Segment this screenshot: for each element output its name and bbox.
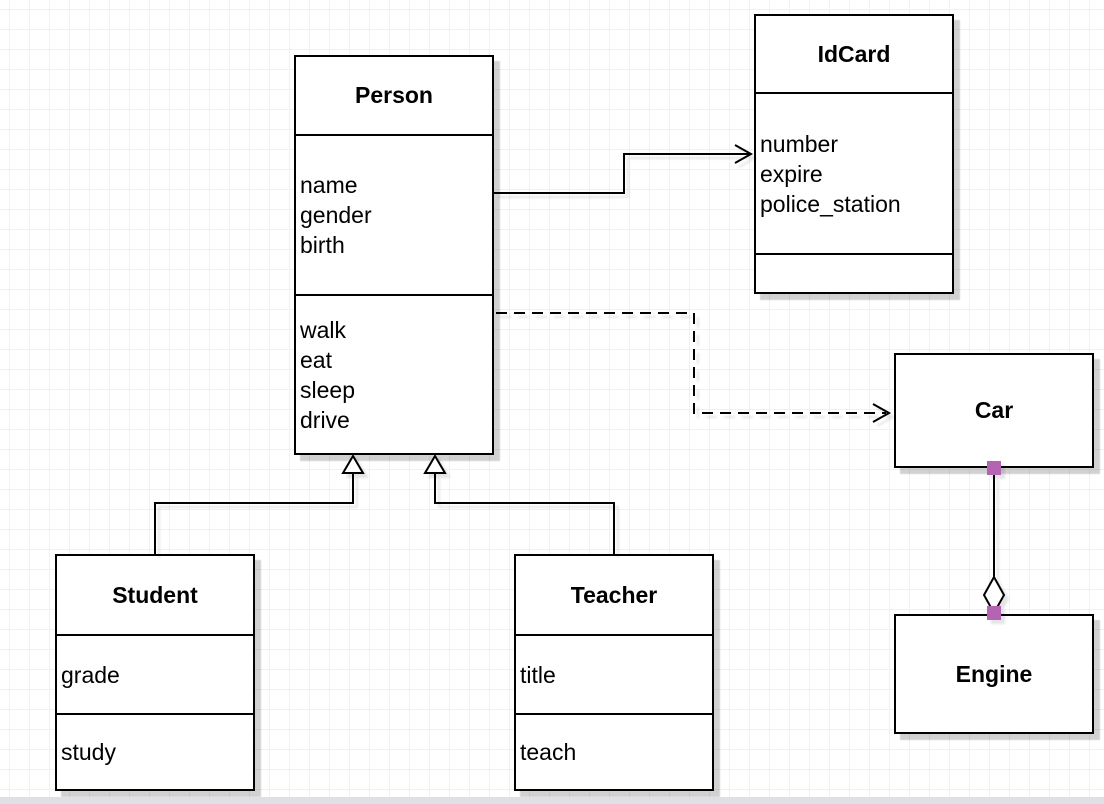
open-arrowhead-icon	[734, 144, 754, 164]
class-person-methods-section: walk eat sleep drive	[296, 294, 492, 453]
edge-path[interactable]	[154, 473, 354, 554]
class-idcard[interactable]: IdCard number expire police_station	[754, 14, 954, 294]
attribute: grade	[61, 661, 120, 688]
method: walk	[300, 316, 347, 343]
class-student[interactable]: Student grade study	[55, 554, 255, 791]
open-arrowhead-icon	[872, 403, 892, 423]
class-person-attributes-section: name gender birth	[296, 134, 492, 294]
attribute: police_station	[760, 190, 901, 217]
edge-car-engine-aggregation[interactable]	[982, 461, 1006, 620]
edge-teacher-person-generalization[interactable]	[423, 454, 615, 554]
edge-person-car-dependency[interactable]	[496, 312, 892, 423]
attribute: name	[300, 172, 358, 198]
edge-student-person-generalization[interactable]	[154, 454, 365, 554]
method: drive	[300, 406, 350, 433]
method: teach	[520, 739, 577, 765]
class-student-title: Student	[112, 581, 198, 608]
class-student-attributes-section: grade	[57, 634, 253, 713]
class-student-methods-section: study	[57, 713, 253, 789]
edge-person-idcard-association[interactable]	[494, 144, 754, 194]
class-car[interactable]: Car	[894, 353, 1094, 468]
hollow-diamond-icon	[982, 574, 1006, 616]
method: sleep	[300, 376, 355, 403]
class-engine-title: Engine	[955, 660, 1033, 687]
attribute: title	[520, 661, 556, 688]
class-idcard-attributes-section: number expire police_station	[756, 92, 952, 253]
class-idcard-methods-section	[756, 253, 952, 292]
edge-path[interactable]	[496, 312, 886, 414]
edge-path[interactable]	[434, 473, 615, 554]
hollow-triangle-arrowhead-icon	[341, 454, 365, 474]
class-teacher-title: Teacher	[570, 581, 658, 608]
class-teacher-attributes-section: title	[516, 634, 712, 713]
method: study	[61, 739, 116, 765]
attribute: number	[760, 130, 838, 157]
class-person[interactable]: Person name gender birth walk eat sleep …	[294, 55, 494, 455]
class-engine[interactable]: Engine	[894, 614, 1094, 734]
hollow-triangle-arrowhead-icon	[423, 454, 447, 474]
method: eat	[300, 346, 332, 373]
canvas-bottom-edge	[0, 797, 1104, 804]
class-idcard-title: IdCard	[817, 40, 891, 67]
class-person-title: Person	[355, 82, 433, 108]
class-car-title: Car	[974, 397, 1014, 423]
attribute: birth	[300, 232, 345, 258]
attribute: expire	[760, 160, 823, 187]
class-teacher-methods-section: teach	[516, 713, 712, 789]
class-teacher[interactable]: Teacher title teach	[514, 554, 714, 791]
edge-path[interactable]	[494, 153, 750, 194]
attribute: gender	[300, 202, 372, 228]
